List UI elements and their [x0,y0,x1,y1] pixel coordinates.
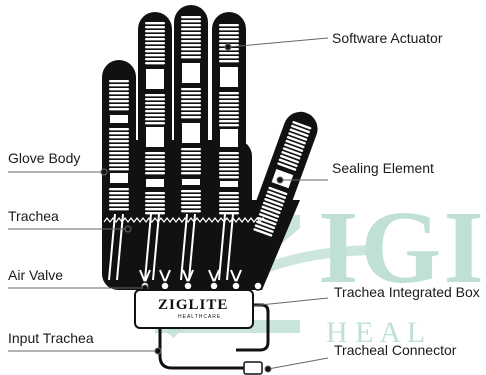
label-input-trachea: Input Trachea [8,330,94,346]
label-trachea: Trachea [8,208,59,224]
label-air-valve: Air Valve [8,267,63,283]
label-software-actuator: Software Actuator [332,30,443,46]
box-brand: ZIGLITE [158,297,228,314]
box-tagline: HEALTHCARE [178,314,221,320]
trachea-integrated-box: ZIGLITE HEALTHCARE [134,289,254,329]
label-tracheal-connector: Tracheal Connector [334,342,456,358]
label-trachea-integrated-box: Trachea Integrated Box [334,284,480,300]
label-glove-body: Glove Body [8,150,80,166]
label-sealing-element: Sealing Element [332,160,434,176]
